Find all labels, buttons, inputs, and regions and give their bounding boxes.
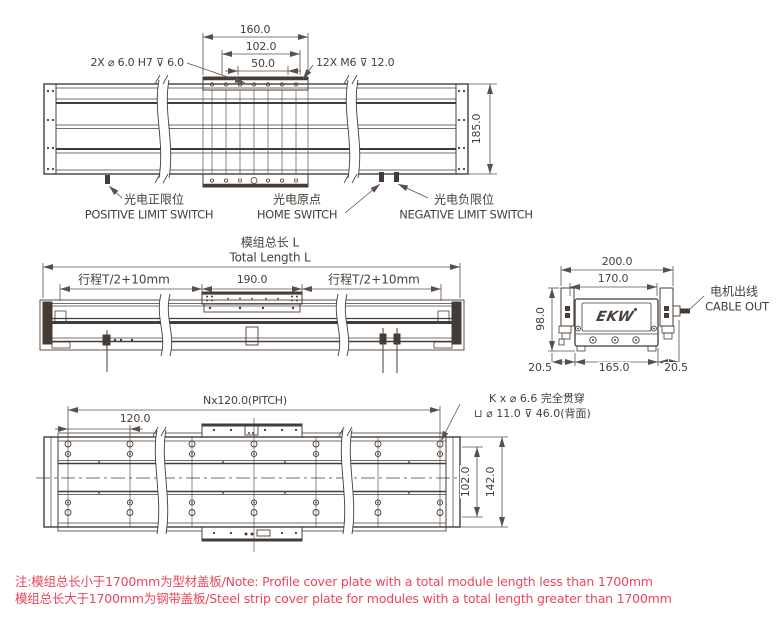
cable-out-connector	[672, 305, 690, 317]
dim-120: 120.0	[118, 411, 152, 426]
total-length-label-en: Total Length L	[228, 250, 312, 265]
positive-limit-switch-label-zh: 光电正限位	[122, 192, 186, 207]
positive-limit-switch-label-en: POSITIVE LIMIT SWITCH	[83, 207, 215, 222]
callout-dowel-holes: 2X ⌀ 6.0 H7 ⊽ 6.0	[89, 55, 185, 70]
home-switch-label-zh: 光电原点	[271, 192, 323, 207]
dim-102-bottom: 102.0	[458, 465, 473, 499]
dim-142: 142.0	[483, 465, 498, 499]
dim-160: 160.0	[238, 22, 272, 37]
top-view-geometry	[43, 74, 469, 188]
home-switch-label-en: HOME SWITCH	[255, 207, 339, 222]
dim-165: 165.0	[597, 360, 631, 375]
top-view-dimensions	[108, 33, 497, 214]
dim-20p5-right: 20.5	[663, 360, 689, 375]
stroke-dim-left: 行程T/2+10mm	[77, 272, 171, 287]
bottom-view-dimensions	[55, 403, 508, 528]
stroke-dim-right: 行程T/2+10mm	[327, 272, 421, 287]
callout-through-holes-line2: ⊔ ⌀ 11.0 ⊽ 46.0(背面)	[473, 406, 592, 421]
dim-200: 200.0	[600, 254, 634, 269]
front-view-sensors	[102, 328, 401, 373]
break-lines-top-view	[154, 74, 361, 184]
end-view-geometry	[558, 287, 690, 352]
callout-m6-threads: 12X M6 ⊽ 12.0	[315, 55, 396, 70]
dim-185: 185.0	[469, 112, 484, 146]
dim-190: 190.0	[235, 272, 269, 287]
front-view-geometry	[39, 291, 465, 373]
negative-limit-switch-label-en: NEGATIVE LIMIT SWITCH	[398, 207, 534, 222]
dim-102-top: 102.0	[244, 39, 278, 54]
note-line-2: 模组总长大于1700mm为钢带盖板/Steel strip cover plat…	[15, 591, 672, 607]
cable-out-label-en: CABLE OUT	[704, 299, 770, 314]
callout-through-holes-line1: K x ⌀ 6.6 完全贯穿	[488, 391, 586, 406]
dim-pitch: Nx120.0(PITCH)	[202, 393, 288, 408]
limit-switch-sensors	[105, 172, 399, 184]
dim-50: 50.0	[250, 56, 276, 71]
brand-logo: EKW	[594, 309, 636, 325]
negative-limit-switch-label-zh: 光电负限位	[432, 192, 496, 207]
mounting-holes	[64, 440, 444, 516]
note-line-1: 注:模组总长小于1700mm为型材盖板/Note: Profile cover …	[15, 574, 653, 590]
front-view-dimensions	[42, 263, 461, 301]
dim-98: 98.0	[533, 306, 548, 332]
dim-20p5-left: 20.5	[527, 360, 553, 375]
dim-170: 170.0	[596, 271, 630, 286]
cable-out-label-zh: 电机出线	[708, 284, 760, 299]
brand-logo-dot	[634, 308, 637, 311]
total-length-label-zh: 模组总长 L	[239, 235, 301, 250]
bottom-view-geometry	[36, 418, 468, 552]
